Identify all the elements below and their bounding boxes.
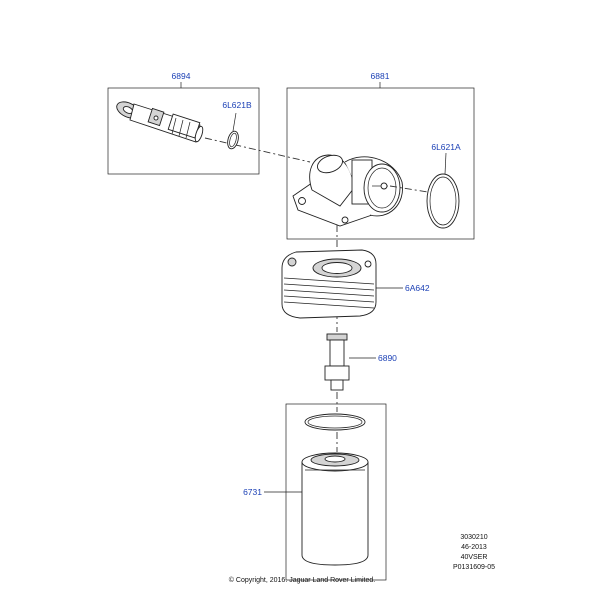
part-6731-seal [304,413,366,431]
callout-6894: 6894 [172,71,191,81]
copyright-notice: © Copyright, 2016. Jaguar Land Rover Lim… [229,576,375,584]
part-6881-housing [292,154,403,227]
axis-line-oring [389,185,429,193]
ref-line-2: 46-2013 [461,544,487,551]
part-6890-bolt [324,333,350,391]
callout-6l621a: 6L621A [431,142,461,152]
part-6a642-oil-cooler [281,249,377,319]
part-6l621b-circlip [227,130,239,150]
callout-6881: 6881 [371,71,390,81]
axis-line-tube [204,137,311,163]
box-6894-group [107,87,260,175]
leader-6l621b [232,112,237,132]
part-6l621a-oring [426,173,460,229]
callout-6a642: 6A642 [405,283,430,293]
callout-6731: 6731 [243,487,262,497]
ref-line-4: P0131609-05 [453,564,495,571]
box-6881-group [286,87,475,240]
callout-6890: 6890 [378,353,397,363]
callout-6l621b: 6L621B [222,100,252,110]
leader-6l621a [444,152,447,175]
ref-line-1: 3030210 [460,534,487,541]
ref-line-3: 40VSER [461,554,488,561]
part-6731-filter [301,452,369,566]
part-6894-tube [116,101,204,143]
